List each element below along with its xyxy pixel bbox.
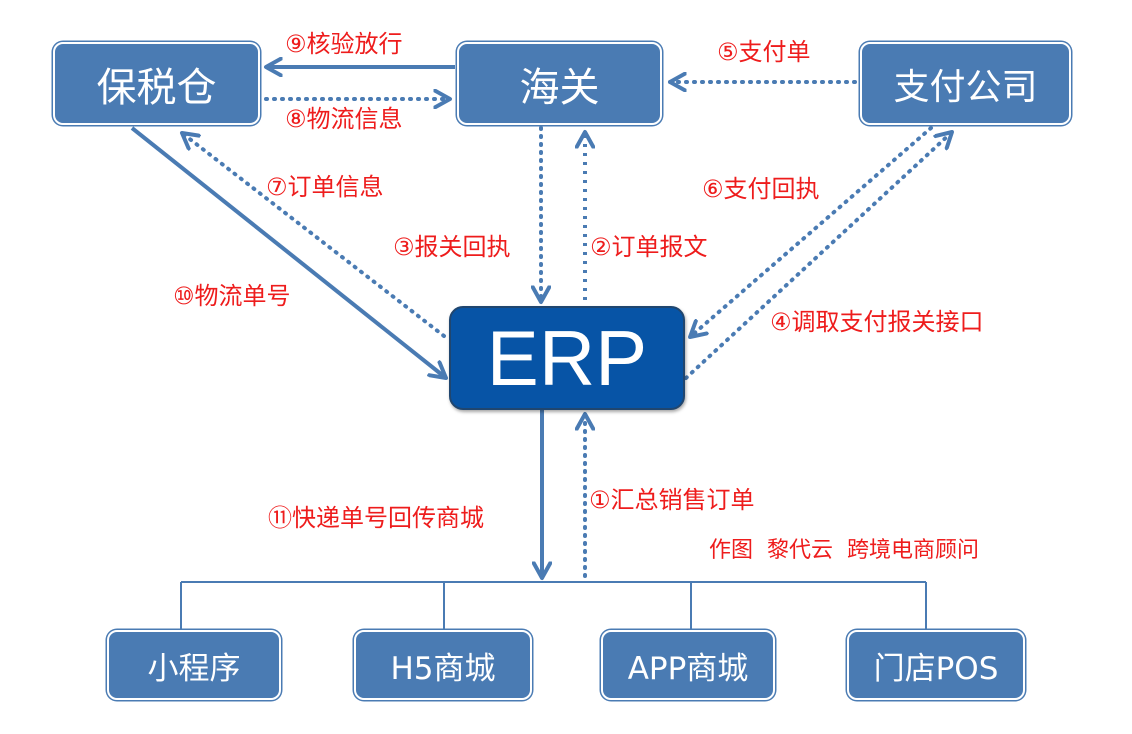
channel-connector-tree [180,581,927,630]
node-channel-mini-program: 小程序 [107,630,281,700]
arrow-4-call-payment-api [684,130,954,380]
node-channel-h5-mall: H5商城 [354,630,532,700]
label-step-1: ①汇总销售订单 [589,486,755,514]
label-step-11: ⑪快递单号回传商城 [268,504,484,532]
node-erp: ERP [449,306,685,410]
node-customs: 海关 [457,42,662,125]
arrow-7-order-info [180,131,446,338]
node-payment-company: 支付公司 [860,42,1071,125]
node-channel-store-pos: 门店POS [847,630,1025,700]
label-step-7: ⑦订单信息 [266,173,384,201]
label-step-9: ⑨核验放行 [285,30,403,58]
node-channel-app-mall: APP商城 [601,630,775,700]
arrow-10-logistics-number [130,126,446,378]
label-step-3: ③报关回执 [393,233,511,261]
author-credit: 作图 黎代云 跨境电商顾问 [709,538,979,563]
label-step-8: ⑧物流信息 [285,105,403,133]
node-bonded-warehouse: 保税仓 [53,42,260,125]
label-step-10: ⑩物流单号 [173,282,291,310]
label-step-5: ⑤支付单 [717,38,811,66]
label-step-4: ④调取支付报关接口 [770,308,984,336]
label-step-6: ⑥支付回执 [702,175,820,203]
arrow-6-payment-receipt [688,126,933,339]
label-step-2: ②订单报文 [590,233,708,261]
